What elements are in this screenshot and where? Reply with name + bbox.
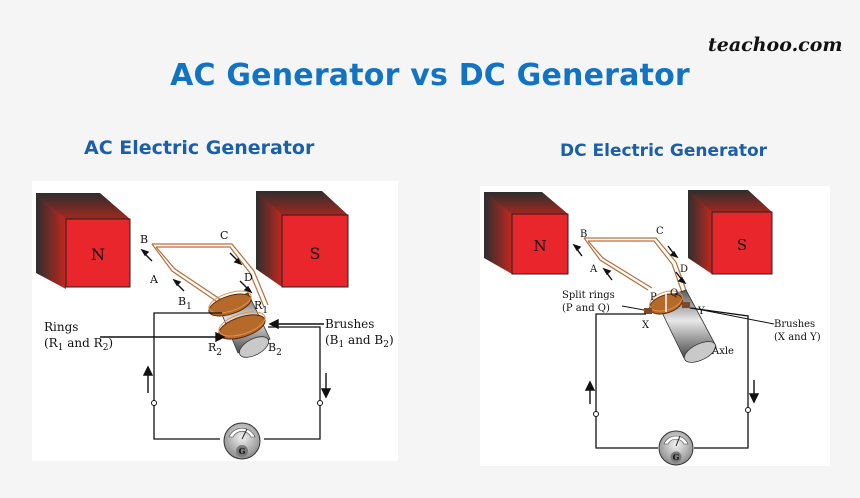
ac-south-magnet-side bbox=[256, 191, 282, 287]
dc-split-rings-label: Split rings bbox=[562, 290, 615, 301]
ac-label-b1: B1 bbox=[178, 295, 192, 312]
dc-galvanometer: G bbox=[658, 430, 694, 466]
ac-label-a: A bbox=[149, 273, 159, 286]
dc-north-label: N bbox=[533, 237, 546, 255]
dc-label-a: A bbox=[589, 264, 598, 275]
ac-label-b2: B2 bbox=[268, 341, 282, 358]
dc-brushes-detail: (X and Y) bbox=[774, 332, 821, 343]
ac-north-magnet-top bbox=[36, 193, 130, 219]
ac-rings-label: Rings bbox=[44, 320, 78, 334]
ac-diagram-panel: N S B C A D bbox=[32, 181, 398, 461]
dc-south-magnet: S bbox=[688, 190, 773, 275]
dc-circuit bbox=[595, 307, 749, 449]
ac-label-r1: R1 bbox=[254, 299, 268, 316]
dc-label-d: D bbox=[680, 264, 688, 275]
dc-label-y: Y bbox=[697, 306, 705, 317]
ac-galvanometer-label: G bbox=[239, 446, 246, 456]
ac-north-magnet-side bbox=[36, 193, 66, 289]
ac-pointers bbox=[100, 318, 324, 343]
ac-brushes-detail: (B1 and B2) bbox=[325, 333, 394, 350]
ac-south-label: S bbox=[310, 244, 321, 263]
dc-label-c: C bbox=[656, 226, 664, 237]
dc-brush-y bbox=[682, 302, 690, 308]
ac-label-b: B bbox=[140, 233, 148, 246]
ac-south-magnet: S bbox=[256, 191, 349, 288]
ac-label-c: C bbox=[220, 229, 228, 242]
dc-label-b: B bbox=[580, 229, 587, 240]
dc-south-magnet-face bbox=[711, 211, 773, 275]
dc-diagram-panel: N S B C A D bbox=[480, 186, 830, 466]
dc-north-magnet: N bbox=[484, 192, 569, 275]
dc-label-x: X bbox=[642, 320, 650, 331]
dc-south-magnet-side bbox=[688, 190, 712, 274]
ac-heading: AC Electric Generator bbox=[84, 137, 315, 159]
dc-axle-label: Axle bbox=[711, 346, 734, 357]
dc-brushes-label: Brushes bbox=[774, 319, 815, 330]
ac-label-d: D bbox=[244, 271, 253, 284]
dc-terminal-right bbox=[745, 407, 751, 413]
dc-split-rings-detail: (P and Q) bbox=[562, 303, 610, 314]
ac-coil-arrows bbox=[140, 248, 253, 294]
dc-coil-arrows bbox=[572, 243, 687, 285]
ac-coil bbox=[151, 243, 269, 308]
ac-brushes-label: Brushes bbox=[325, 317, 374, 331]
dc-galvanometer-label: G bbox=[673, 452, 680, 462]
ac-north-label: N bbox=[91, 245, 105, 264]
dc-north-magnet-top bbox=[484, 192, 568, 214]
brand-logo: teachoo.com bbox=[708, 34, 843, 56]
ac-south-magnet-face bbox=[281, 214, 349, 288]
dc-label-p: P bbox=[650, 292, 657, 303]
ac-circuit bbox=[153, 312, 321, 440]
dc-north-magnet-side bbox=[484, 192, 512, 274]
dc-south-label: S bbox=[737, 236, 747, 254]
dc-terminal-left bbox=[593, 411, 599, 417]
dc-heading: DC Electric Generator bbox=[560, 141, 768, 161]
ac-rings-detail: (R1 and R2) bbox=[44, 336, 113, 353]
ac-current-arrows bbox=[142, 365, 332, 399]
ac-galvanometer: G bbox=[223, 422, 261, 460]
ac-north-magnet: N bbox=[36, 193, 131, 289]
dc-brush-x bbox=[644, 308, 652, 314]
ac-south-magnet-top bbox=[256, 191, 348, 215]
dc-label-q: Q bbox=[670, 288, 678, 299]
ac-north-magnet-face bbox=[65, 218, 131, 288]
dc-north-magnet-face bbox=[511, 213, 569, 275]
ac-ring-r1 bbox=[208, 290, 252, 317]
ac-terminal-right bbox=[317, 400, 323, 406]
dc-south-magnet-top bbox=[688, 190, 772, 212]
page-title: AC Generator vs DC Generator bbox=[170, 58, 690, 93]
ac-terminal-left bbox=[151, 400, 157, 406]
ac-label-r2: R2 bbox=[208, 341, 222, 358]
ac-diagram: N S B C A D bbox=[36, 191, 394, 460]
dc-current-arrows bbox=[584, 380, 760, 404]
dc-diagram: N S B C A D bbox=[484, 190, 821, 466]
